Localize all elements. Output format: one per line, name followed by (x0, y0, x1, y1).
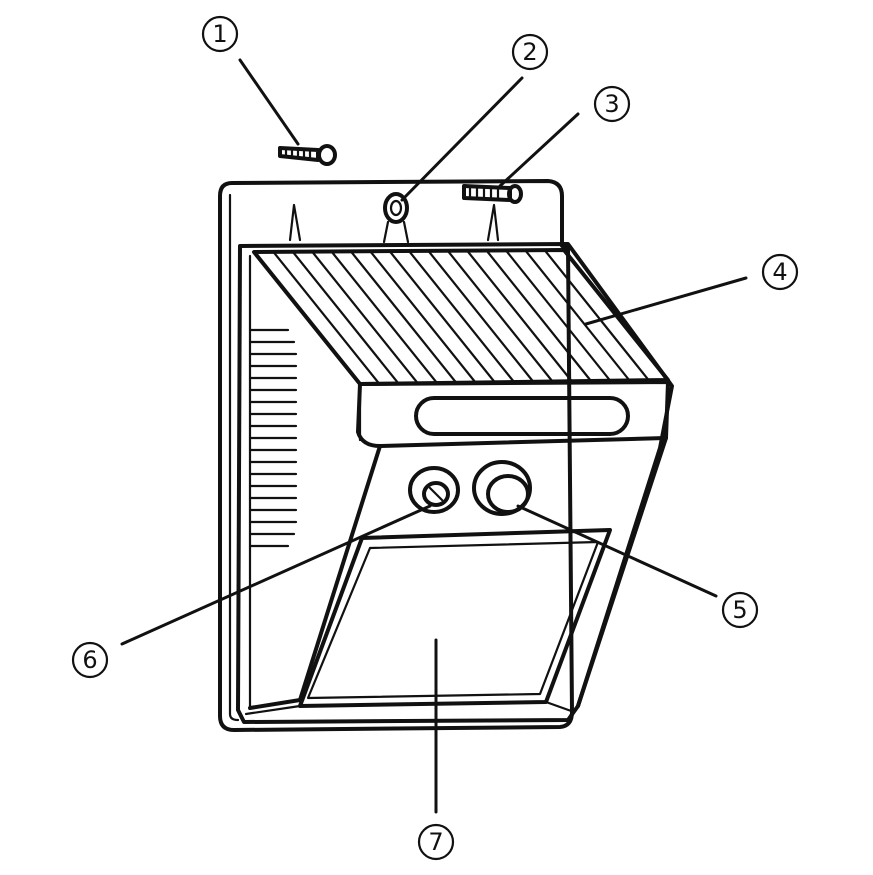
front-face (248, 380, 670, 710)
solar-cell-line (485, 249, 593, 383)
led-lamp-cover (244, 528, 612, 716)
callout-7: 7 (417, 823, 455, 861)
solar-cell-line (311, 250, 419, 385)
screw (278, 144, 337, 166)
callout-3: 3 (593, 85, 631, 123)
solar-cell-line (466, 249, 573, 383)
callout-2-label: 2 (522, 38, 537, 66)
callout-4: 4 (761, 253, 799, 291)
indicator-window (414, 396, 630, 436)
callout-2: 2 (511, 33, 549, 71)
callout-6-label: 6 (82, 646, 97, 674)
leader-1 (238, 58, 300, 146)
leader-4 (584, 276, 748, 326)
solar-cell-line (291, 250, 400, 385)
callout-3-label: 3 (604, 90, 619, 118)
solar-cell-line (388, 250, 496, 384)
leader-2 (400, 76, 524, 202)
solar-cell-line (407, 249, 516, 384)
solar-cell-line (330, 250, 439, 385)
leader-lines (120, 58, 748, 814)
solar-cell-line (504, 249, 612, 382)
back-mounting-plate (218, 179, 574, 732)
switch-button (408, 466, 460, 514)
leader-6 (120, 504, 432, 646)
callout-6: 6 (71, 641, 109, 679)
callout-4-label: 4 (772, 258, 787, 286)
cooling-fins (248, 328, 298, 548)
callout-1: 1 (201, 15, 239, 53)
solar-cell-line (543, 249, 650, 382)
solar-cell-line (446, 249, 554, 383)
hanging-hole (382, 192, 410, 244)
solar-cell-line (524, 249, 631, 382)
solar-panel (252, 248, 670, 442)
solar-cell-line (427, 249, 535, 383)
leader-3 (498, 112, 580, 188)
callout-5: 5 (721, 591, 759, 629)
callout-7-label: 7 (428, 828, 443, 856)
leader-5 (516, 504, 718, 598)
motion-sensor (472, 460, 532, 516)
callout-5-label: 5 (732, 596, 747, 624)
callout-1-label: 1 (212, 20, 227, 48)
solar-cell-line (349, 250, 458, 384)
solar-cell-line (272, 250, 381, 385)
wall-plug (462, 184, 523, 204)
solar-cell-line (369, 250, 477, 384)
